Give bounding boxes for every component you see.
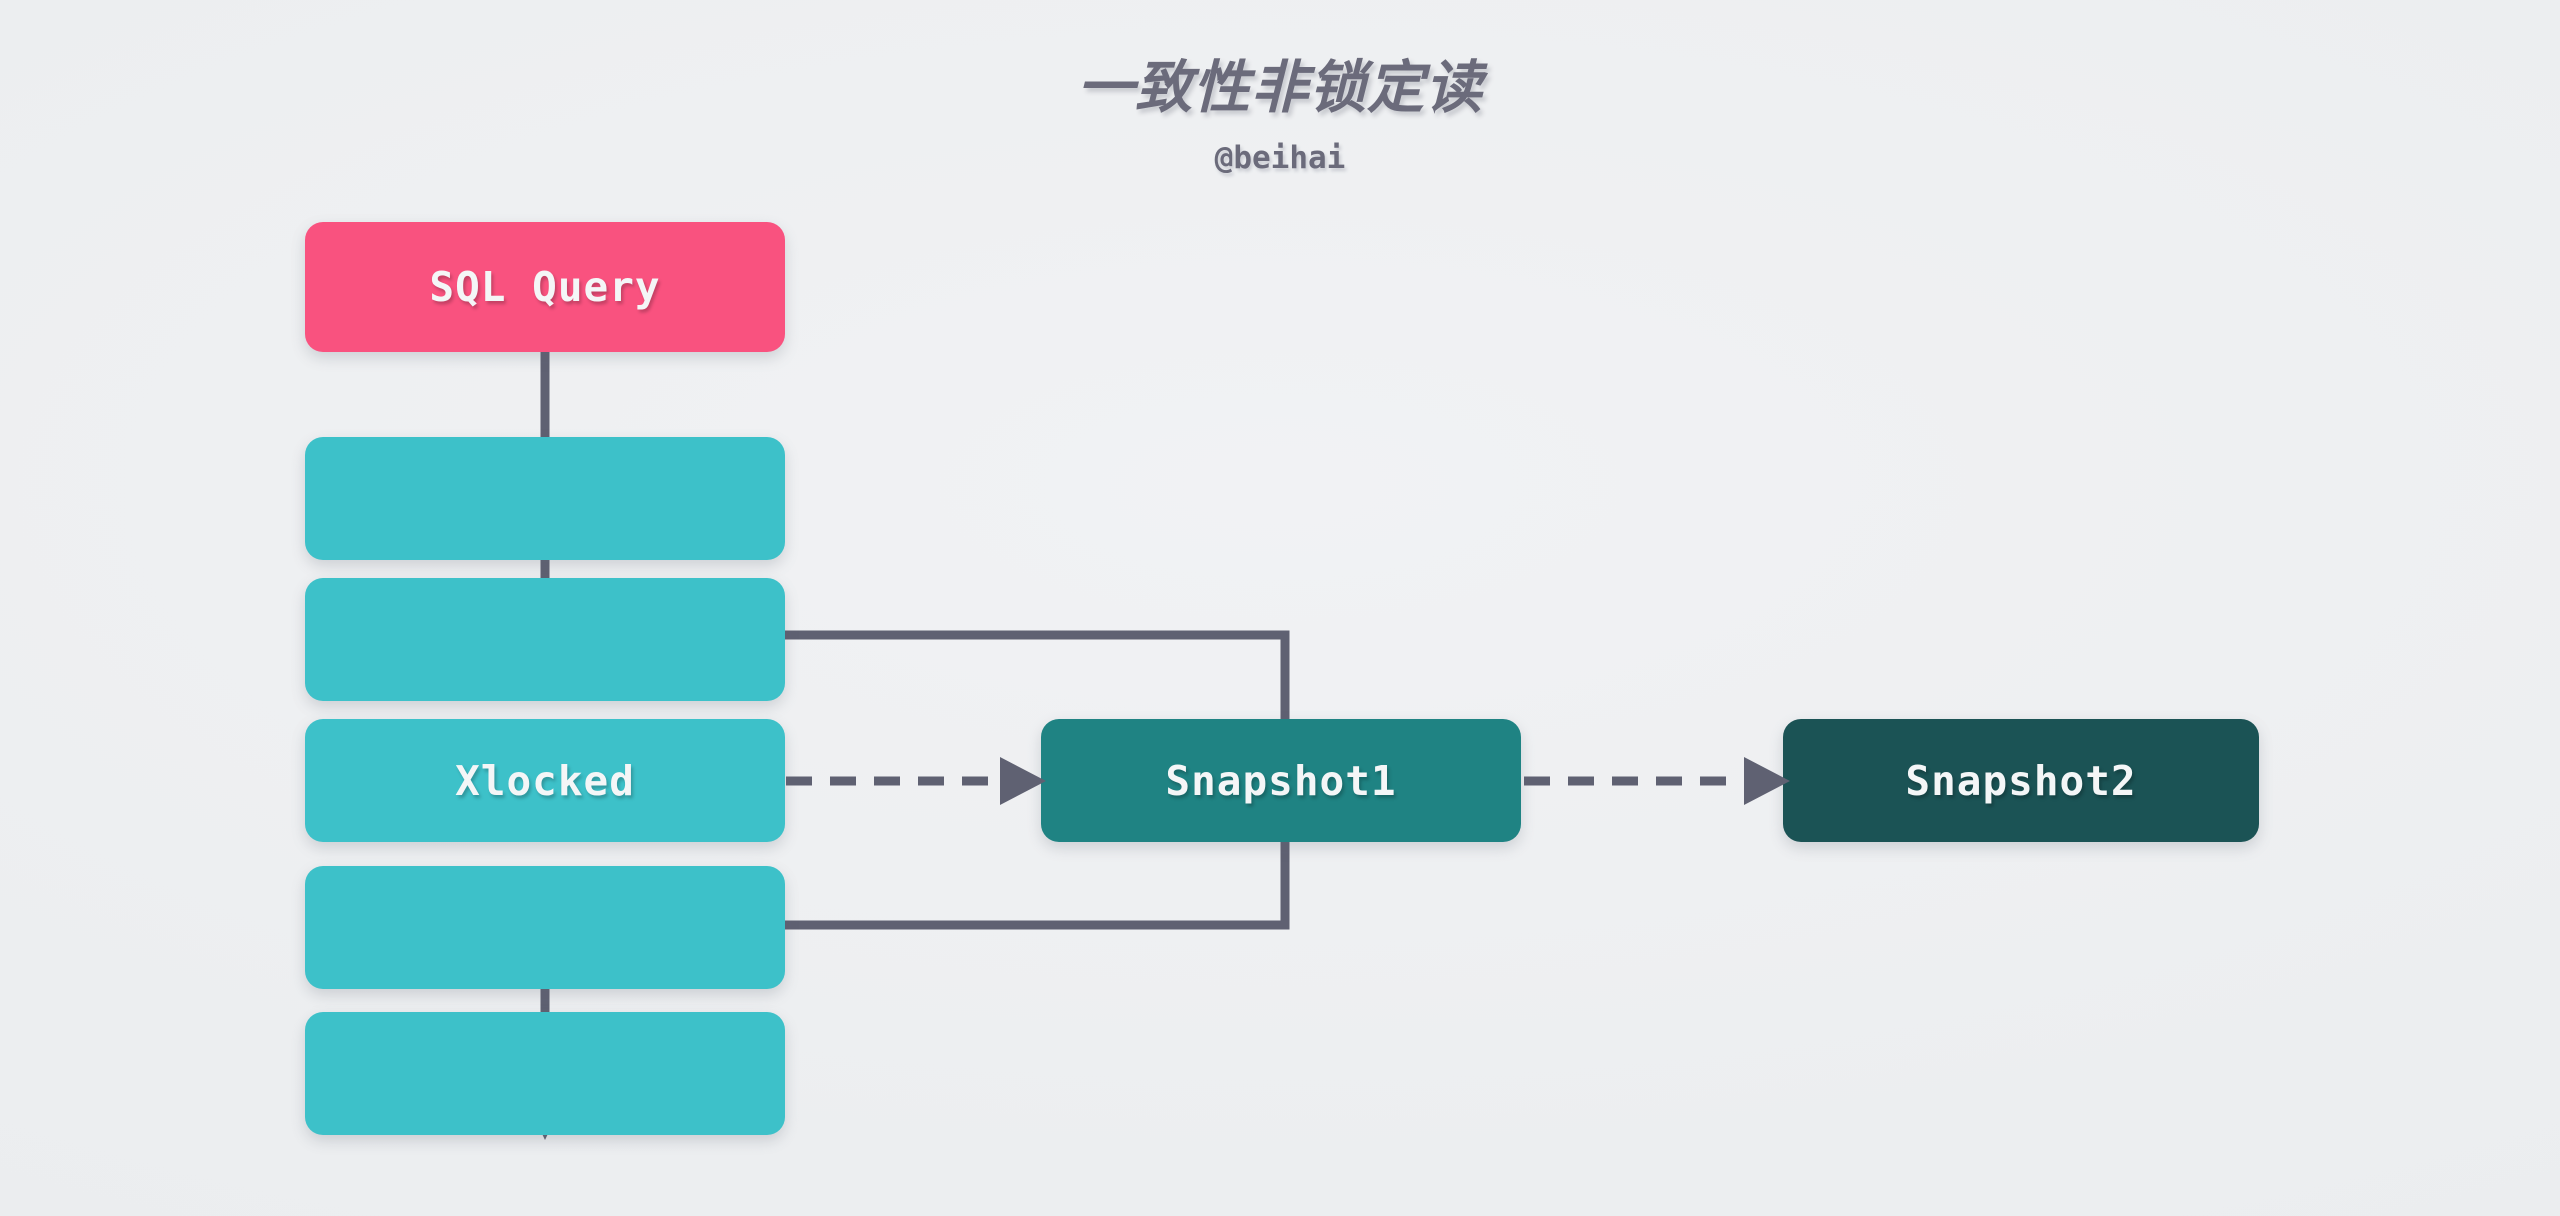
node-snapshot-2[interactable]: Snapshot2 — [1783, 719, 2259, 842]
node-row-4[interactable] — [305, 866, 785, 989]
node-row-5[interactable] — [305, 1012, 785, 1135]
node-row-1[interactable] — [305, 437, 785, 560]
node-xlocked[interactable]: Xlocked — [305, 719, 785, 842]
node-snapshot-1[interactable]: Snapshot1 — [1041, 719, 1521, 842]
page-title: 一致性非锁定读 — [1077, 55, 1483, 121]
node-sql-query[interactable]: SQL Query — [305, 222, 785, 352]
author-handle: @beihai — [1214, 140, 1346, 176]
node-row-2[interactable] — [305, 578, 785, 701]
